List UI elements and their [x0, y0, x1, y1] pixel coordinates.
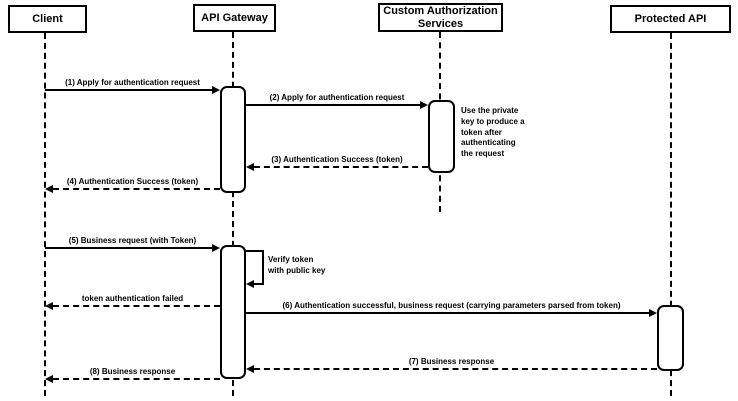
- activation-api-gateway-auth: [220, 86, 246, 193]
- actor-box-custom-authorization-services: Custom Authorization Services: [378, 3, 503, 32]
- actor-box-api-gateway: API Gateway: [193, 4, 276, 32]
- message-label-4: (4) Authentication Success (token): [66, 177, 199, 186]
- lifeline-api-gateway: [232, 32, 234, 396]
- actor-label-client: Client: [32, 12, 63, 25]
- lifeline-client: [44, 33, 46, 396]
- arrowhead-icon: [649, 309, 657, 317]
- message-line-5: [45, 247, 212, 249]
- activation-custom-authorization-services: [428, 100, 455, 173]
- message-line-2: [246, 104, 420, 106]
- message-label-3: (3) Authentication Success (token): [271, 155, 403, 164]
- arrowhead-icon: [246, 163, 254, 171]
- self-message-side-line: [262, 250, 264, 285]
- activation-protected-api: [657, 305, 684, 371]
- arrowhead-icon: [212, 86, 220, 94]
- actor-label-custom-authorization-services: Custom Authorization Services: [383, 4, 498, 30]
- arrowhead-icon: [45, 302, 53, 310]
- self-message-bottom-line: [254, 283, 264, 285]
- actor-label-api-gateway: API Gateway: [201, 11, 268, 24]
- actor-box-protected-api: Protected API: [610, 5, 731, 33]
- message-line-7: [254, 368, 657, 370]
- arrowhead-icon: [420, 101, 428, 109]
- arrowhead-icon: [45, 375, 53, 383]
- message-line-8: [53, 378, 220, 380]
- message-label-7: (7) Business response: [408, 357, 495, 366]
- message-line-4: [53, 188, 220, 190]
- message-line-token-failed: [53, 305, 220, 307]
- message-label-8: (8) Business response: [89, 367, 176, 376]
- self-message-top-line: [246, 250, 264, 252]
- message-label-6: (6) Authentication successful, business …: [282, 301, 621, 310]
- message-label-token-failed: token authentication failed: [81, 294, 184, 303]
- arrowhead-icon: [246, 365, 254, 373]
- arrowhead-icon: [212, 244, 220, 252]
- note-private-key: Use the private key to produce a token a…: [461, 106, 525, 159]
- message-line-6: [246, 312, 649, 314]
- self-message-label: Verify token with public key: [268, 255, 326, 275]
- message-label-1: (1) Apply for authentication request: [65, 78, 200, 87]
- lifeline-protected-api: [670, 33, 672, 396]
- activation-api-gateway-business: [220, 245, 246, 379]
- actor-label-protected-api: Protected API: [634, 12, 707, 25]
- message-label-2: (2) Apply for authentication request: [269, 93, 405, 102]
- arrowhead-icon: [45, 185, 53, 193]
- message-line-3: [254, 166, 428, 168]
- message-label-5: (5) Business request (with Token): [68, 236, 197, 245]
- actor-box-client: Client: [8, 5, 87, 33]
- arrowhead-icon: [246, 280, 254, 288]
- message-line-1: [45, 89, 212, 91]
